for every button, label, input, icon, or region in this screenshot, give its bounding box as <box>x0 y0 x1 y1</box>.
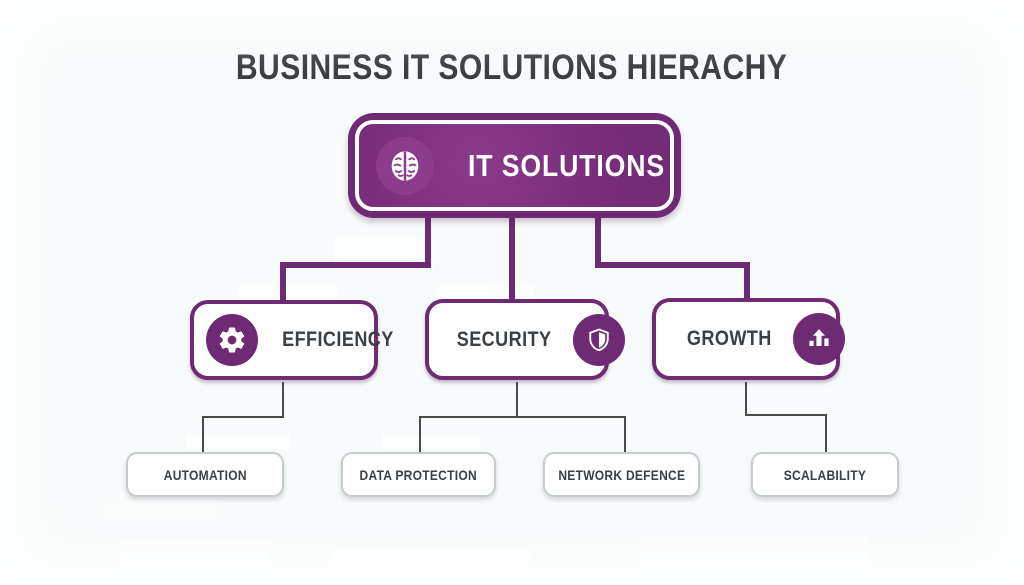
node-scalability-label: SCALABILITY <box>783 466 867 483</box>
node-data-protection-label: DATA PROTECTION <box>359 466 478 483</box>
connector-root-efficiency-h <box>280 262 431 268</box>
connector-security-networkdefence-v <box>624 416 626 453</box>
node-it-solutions-inner: IT SOLUTIONS <box>355 120 674 211</box>
connector-efficiency-automation-v2 <box>202 416 204 453</box>
gear-icon <box>206 314 258 366</box>
node-network-defence: NETWORK DEFENCE <box>543 452 700 497</box>
node-efficiency-label: EFFICIENCY <box>282 328 394 351</box>
node-data-protection: DATA PROTECTION <box>341 452 496 497</box>
connector-growth-scalability-v1 <box>745 382 747 416</box>
connector-root-efficiency-v1 <box>425 216 431 268</box>
connector-security-children-h <box>419 416 626 418</box>
node-growth: GROWTH <box>652 298 845 380</box>
growth-chart-icon <box>792 313 845 365</box>
connector-growth-scalability-v2 <box>825 414 827 453</box>
connector-root-growth-h <box>595 262 750 268</box>
node-automation-label: AUTOMATION <box>163 466 247 483</box>
connector-security-dataprotection-v <box>419 416 421 453</box>
node-security-label: SECURITY <box>456 327 552 351</box>
shield-icon <box>573 313 626 366</box>
node-it-solutions: IT SOLUTIONS <box>348 113 681 218</box>
connector-root-growth-v1 <box>595 216 601 268</box>
connector-root-efficiency-v2 <box>280 262 286 302</box>
node-automation: AUTOMATION <box>126 452 284 497</box>
connector-efficiency-automation-h <box>202 416 284 418</box>
node-scalability: SCALABILITY <box>751 452 899 497</box>
connector-root-growth-v2 <box>744 262 750 301</box>
node-efficiency: EFFICIENCY <box>190 300 393 380</box>
brain-icon <box>376 136 434 195</box>
node-it-solutions-label: IT SOLUTIONS <box>468 147 665 183</box>
page-title-text: BUSINESS IT SOLUTIONS HIERACHY <box>236 48 788 87</box>
connector-efficiency-automation-v1 <box>282 382 284 417</box>
connector-root-security-v <box>509 216 515 301</box>
node-network-defence-label: NETWORK DEFENCE <box>558 466 685 483</box>
connector-security-children-v <box>516 382 518 418</box>
connector-growth-scalability-h <box>745 414 827 416</box>
node-growth-label: GROWTH <box>686 327 772 350</box>
page-title: BUSINESS IT SOLUTIONS HIERACHY <box>0 48 1024 88</box>
node-security: SECURITY <box>425 299 626 380</box>
